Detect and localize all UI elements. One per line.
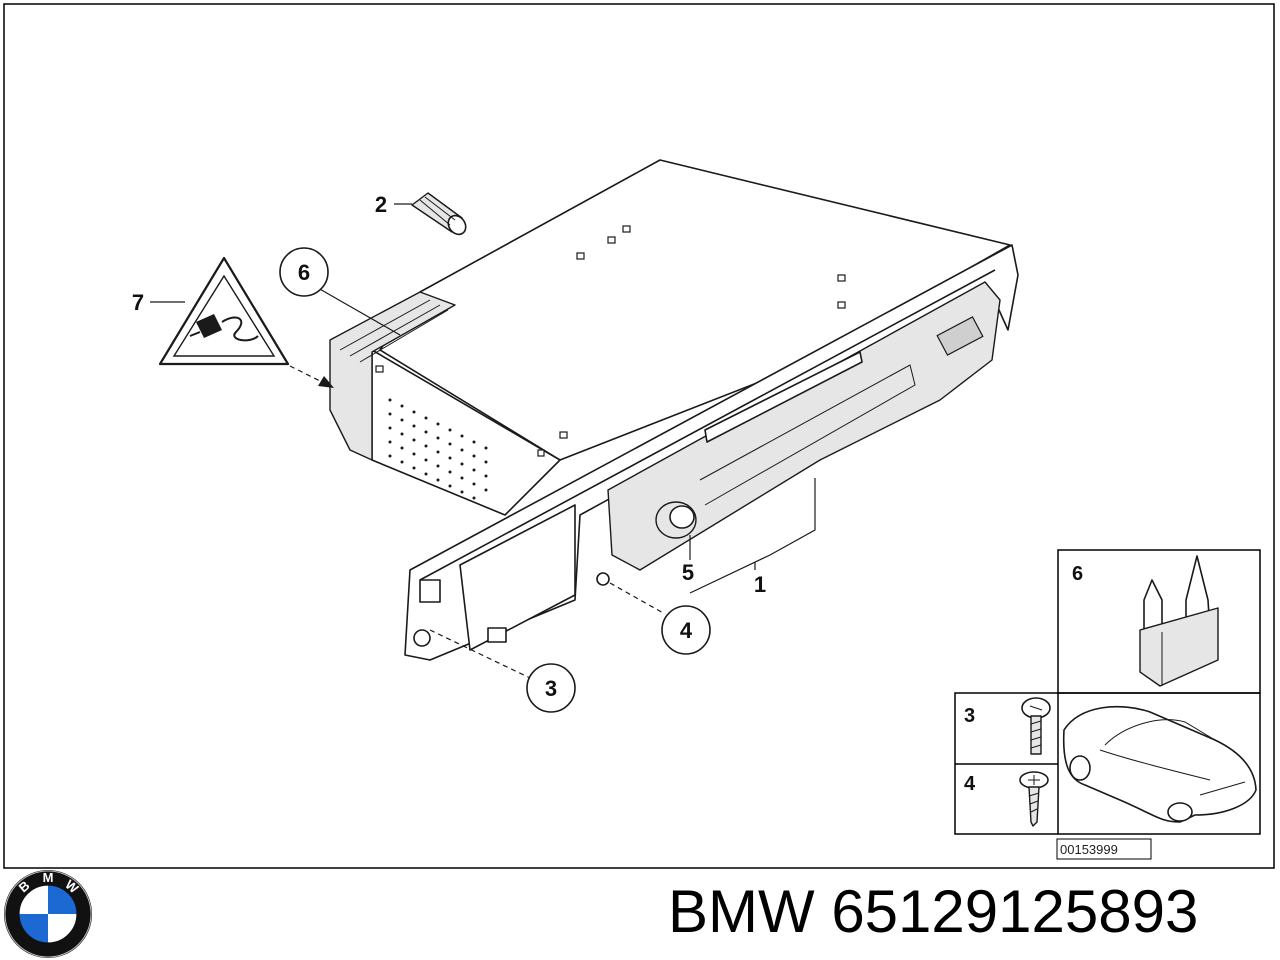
electrostatic-warning-icon — [158, 256, 290, 366]
diagram-id: 00153999 — [1060, 842, 1118, 857]
top-screws — [375, 225, 846, 457]
inset-label-screw-3: 3 — [964, 705, 975, 727]
callout-3 — [526, 663, 576, 713]
rear-connector — [329, 291, 456, 461]
screw-4-icon — [1019, 771, 1049, 827]
car-icon — [1062, 705, 1257, 823]
radio-unit — [329, 159, 1019, 661]
control-panel — [607, 281, 1001, 571]
callout-6 — [279, 247, 329, 297]
display-window — [936, 316, 984, 356]
bmw-logo: B M W — [4, 870, 92, 958]
volume-knob[interactable] — [655, 501, 697, 539]
label-2: 2 — [375, 192, 387, 217]
screw-3-icon — [1021, 697, 1051, 755]
inset-panels — [954, 549, 1261, 835]
vent-grid — [388, 398, 488, 500]
cd-slot — [704, 351, 863, 443]
label-7: 7 — [132, 290, 144, 315]
part-number-caption: BMW 65129125893 — [668, 876, 1198, 948]
label-5: 5 — [682, 560, 694, 585]
label-3: 3 — [545, 676, 557, 701]
inset-label-screw-4: 4 — [964, 773, 976, 795]
callout-4 — [661, 605, 711, 655]
diagram-frame — [3, 3, 1275, 869]
diagram-id-box — [1056, 838, 1152, 860]
fuse-icon — [1139, 555, 1219, 687]
logo-letter-m: M — [43, 870, 54, 885]
brand-name: BMW — [668, 878, 815, 945]
label-6: 6 — [298, 260, 310, 285]
inset-label-fuse: 6 — [1072, 563, 1083, 585]
part-number: 65129125893 — [831, 878, 1199, 945]
label-4: 4 — [680, 618, 693, 643]
pin-part — [411, 192, 467, 236]
label-1: 1 — [754, 572, 766, 597]
